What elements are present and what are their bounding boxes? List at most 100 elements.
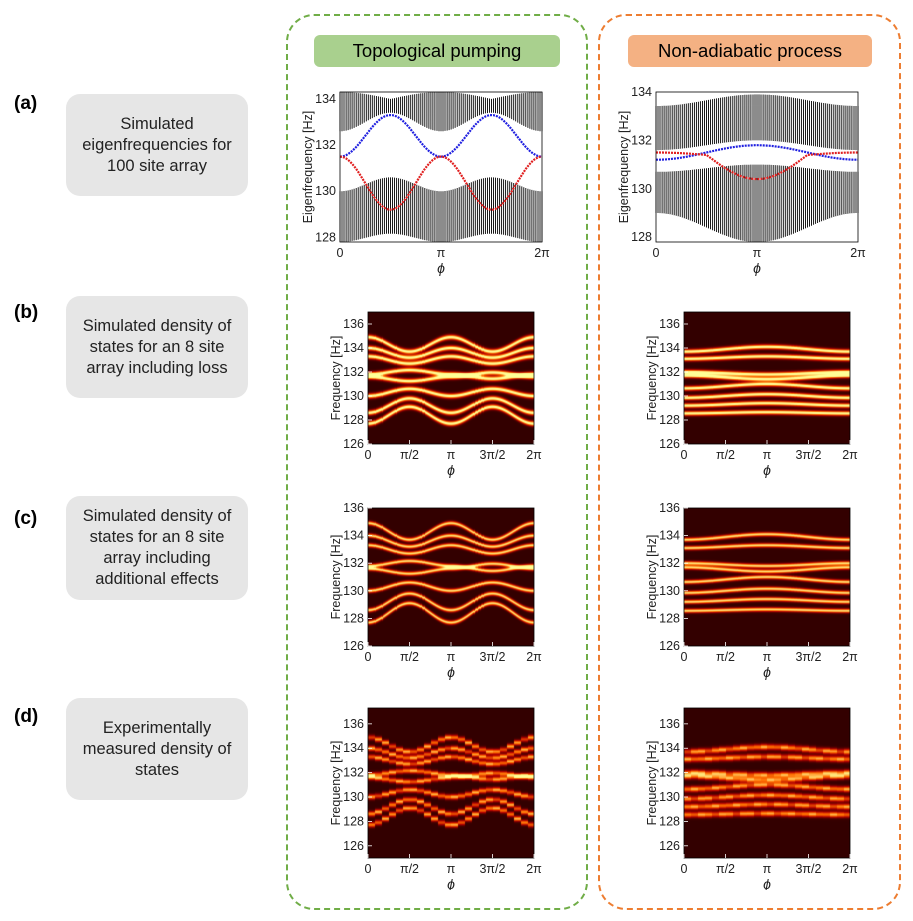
panel-b-left-ytick-label-0: 126 bbox=[343, 437, 364, 451]
panel-b-right-xtick-label-2: π bbox=[763, 448, 772, 462]
panel-b-right-xtick-label-4: 2π bbox=[842, 448, 858, 462]
description-b: Simulated density of states for an 8 sit… bbox=[66, 296, 248, 398]
panel-c-left-heatmap bbox=[368, 508, 534, 646]
description-a: Simulated eigenfrequencies for 100 site … bbox=[66, 94, 248, 196]
row-label-a: (a) bbox=[14, 93, 38, 114]
panel-b-right-ytick-label-0: 126 bbox=[659, 437, 680, 451]
panel-c-right-ytick-label-1: 128 bbox=[659, 611, 680, 625]
panel-c-right-ytick-label-5: 136 bbox=[659, 501, 680, 515]
panel-a-left-edge-lower bbox=[339, 155, 543, 211]
panel-b-right-xtick-label-1: π/2 bbox=[716, 448, 735, 462]
description-d-text: Experimentally measured density of state… bbox=[82, 718, 232, 779]
panel-d-left-xtick-label-0: 0 bbox=[365, 862, 372, 876]
panel-d-right-ytick-label-1: 128 bbox=[659, 814, 680, 828]
panel-b-left-ytick-label-4: 134 bbox=[343, 341, 364, 355]
panel-d-right-ytick-label-4: 134 bbox=[659, 741, 680, 755]
panel-c-right-xtick-label-1: π/2 bbox=[716, 650, 735, 664]
panel-c-right-ytick-label-3: 132 bbox=[659, 556, 680, 570]
panel-c-left-ylabel: Frequency [Hz] bbox=[329, 535, 343, 620]
panel-c-right-ytick-label-0: 126 bbox=[659, 639, 680, 653]
panel-b-left-xtick-label-3: 3π/2 bbox=[479, 448, 505, 462]
panel-d-left-ytick-label-3: 132 bbox=[343, 766, 364, 780]
panel-d-right-ylabel: Frequency [Hz] bbox=[645, 741, 659, 826]
panel-b-right-ylabel: Frequency [Hz] bbox=[645, 336, 659, 421]
panel-b-right-ytick-label-3: 132 bbox=[659, 365, 680, 379]
panel-c-left-xtick-label-2: π bbox=[447, 650, 456, 664]
panel-d-right-xtick-label-4: 2π bbox=[842, 862, 858, 876]
panel-a-left-xtick-label-0: 0 bbox=[337, 246, 344, 260]
panel-d-right-xtick-label-0: 0 bbox=[681, 862, 688, 876]
panel-b-right-ytick-label-4: 134 bbox=[659, 341, 680, 355]
panel-a-left-xtick-label-2: 2π bbox=[534, 246, 550, 260]
panel-a-left-edge-upper bbox=[339, 113, 543, 158]
panel-a-left-ylabel: Eigenfrequency [Hz] bbox=[301, 111, 315, 224]
panel-b-left-ylabel: Frequency [Hz] bbox=[329, 336, 343, 421]
panel-b-left-ytick-label-3: 132 bbox=[343, 365, 364, 379]
topological-pumping-frame bbox=[286, 14, 588, 910]
panel-a-right-xlabel: ϕ bbox=[753, 260, 761, 276]
panel-d-left-ytick-label-1: 128 bbox=[343, 814, 364, 828]
panel-b-left-xtick-label-0: 0 bbox=[365, 448, 372, 462]
panel-d-left-xtick-label-2: π bbox=[447, 862, 456, 876]
panel-d-left-ytick-label-2: 130 bbox=[343, 790, 364, 804]
row-label-b: (b) bbox=[14, 302, 39, 323]
non-adiabatic-frame bbox=[598, 14, 901, 910]
panel-b-left-xtick-label-1: π/2 bbox=[400, 448, 419, 462]
panel-b-left-xtick-label-4: 2π bbox=[526, 448, 542, 462]
panel-d-left-ylabel: Frequency [Hz] bbox=[329, 741, 343, 826]
panel-b-right-ytick-label-2: 130 bbox=[659, 389, 680, 403]
panel-c-left-xtick-label-1: π/2 bbox=[400, 650, 419, 664]
panel-c-left-ytick-label-0: 126 bbox=[343, 639, 364, 653]
panel-a-left-xtick-label-1: π bbox=[437, 246, 446, 260]
panel-d-left-xlabel: ϕ bbox=[447, 876, 455, 890]
panel-b-right-xtick-label-0: 0 bbox=[681, 448, 688, 462]
row-label-c: (c) bbox=[14, 508, 38, 529]
panel-d-left-ytick-label-4: 134 bbox=[343, 741, 364, 755]
panel-c-left-ytick-label-2: 130 bbox=[343, 584, 364, 598]
non-adiabatic-title: Non-adiabatic process bbox=[628, 35, 872, 67]
panel-a-right-edge-lower bbox=[656, 151, 858, 181]
panel-b-left-ytick-label-1: 128 bbox=[343, 413, 364, 427]
panel-a-right-ytick-label-1: 130 bbox=[631, 182, 652, 196]
description-c-text: Simulated density of states for an 8 sit… bbox=[82, 507, 232, 588]
panel-d-right-xtick-label-3: 3π/2 bbox=[795, 862, 821, 876]
panel-a-right-xtick-label-2: 2π bbox=[850, 246, 866, 260]
row-label-d: (d) bbox=[14, 706, 39, 727]
description-d: Experimentally measured density of state… bbox=[66, 698, 248, 800]
panel-c-right-ytick-label-4: 134 bbox=[659, 529, 680, 543]
panel-c-right-xtick-label-3: 3π/2 bbox=[795, 650, 821, 664]
panel-a-left-frame bbox=[339, 91, 543, 243]
panel-b-left-ytick-label-2: 130 bbox=[343, 389, 364, 403]
panel-d-right-xtick-label-2: π bbox=[763, 862, 772, 876]
panel-d-right-ytick-label-2: 130 bbox=[659, 790, 680, 804]
description-b-text: Simulated density of states for an 8 sit… bbox=[82, 316, 232, 377]
panel-c-left-ytick-label-3: 132 bbox=[343, 556, 364, 570]
panel-a-right-ytick-label-3: 134 bbox=[631, 86, 652, 99]
panel-c-right-ylabel: Frequency [Hz] bbox=[645, 535, 659, 620]
panel-d-left-heatmap bbox=[368, 708, 534, 858]
panel-b-right-xtick-label-3: 3π/2 bbox=[795, 448, 821, 462]
panel-b-left-heatmap bbox=[368, 312, 534, 444]
panel-d-right-ytick-label-0: 126 bbox=[659, 839, 680, 853]
panel-d-left-xtick-label-4: 2π bbox=[526, 862, 542, 876]
panel-c-left-xlabel: ϕ bbox=[447, 664, 455, 680]
panel-d-left-xtick-label-3: 3π/2 bbox=[479, 862, 505, 876]
panel-d-left-ytick-label-0: 126 bbox=[343, 839, 364, 853]
panel-a-right-ytick-label-0: 128 bbox=[631, 230, 652, 244]
panel-c-right-xlabel: ϕ bbox=[763, 664, 771, 680]
panel-b-left-xtick-label-2: π bbox=[447, 448, 456, 462]
panel-b-right-ytick-label-1: 128 bbox=[659, 413, 680, 427]
panel-a-right-edge-upper bbox=[656, 144, 858, 161]
topological-pumping-title: Topological pumping bbox=[314, 35, 560, 67]
panel-d-right-xtick-label-1: π/2 bbox=[716, 862, 735, 876]
panel-a-right-xtick-label-0: 0 bbox=[653, 246, 660, 260]
panel-a-left-ytick-label-3: 134 bbox=[315, 92, 336, 106]
panel-c-left-ytick-label-4: 134 bbox=[343, 529, 364, 543]
panel-b-left-ytick-label-5: 136 bbox=[343, 317, 364, 331]
